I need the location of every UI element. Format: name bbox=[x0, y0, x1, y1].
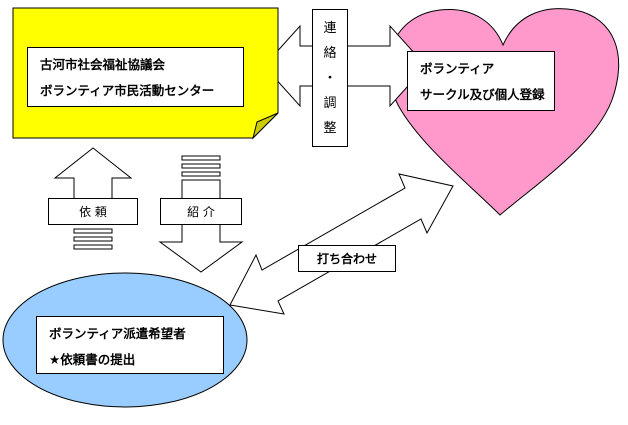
circle-registry-line2: サークル及び個人登録 bbox=[420, 87, 545, 102]
requester-label: ボランティア派遣希望者 ★依頼書の提出 bbox=[36, 316, 224, 374]
introduction-stripe bbox=[181, 171, 221, 177]
circle-registry-line1: ボランティア bbox=[420, 61, 495, 76]
coordination-char: 連 bbox=[323, 20, 337, 36]
circle-registry-label: ボランティア サークル及び個人登録 bbox=[407, 51, 555, 111]
contact-arrow bbox=[229, 173, 454, 315]
center-line1: 古河市社会福祉協議会 bbox=[40, 57, 166, 72]
requester-line1: ボランティア派遣希望者 bbox=[49, 326, 186, 341]
request-label: 依 頼 bbox=[48, 198, 138, 225]
coordination-char: 整 bbox=[323, 120, 337, 136]
introduction-text: 紹 介 bbox=[187, 205, 215, 219]
request-stripe bbox=[73, 236, 113, 242]
coordination-char: 絡 bbox=[323, 45, 337, 61]
request-stripe bbox=[73, 244, 113, 250]
request-text: 依 頼 bbox=[79, 205, 107, 219]
introduction-label: 紹 介 bbox=[160, 198, 242, 225]
center-note-fold bbox=[252, 112, 279, 140]
contact-text: 打ち合わせ bbox=[316, 252, 377, 266]
center-label: 古河市社会福祉協議会 ボランティア市民活動センター bbox=[27, 47, 244, 107]
introduction-stripe bbox=[181, 155, 221, 161]
coordination-char: ・ bbox=[323, 70, 337, 86]
center-line2: ボランティア市民活動センター bbox=[40, 83, 215, 98]
coordination-label: 連 絡 ・ 調 整 bbox=[312, 9, 348, 147]
request-stripe bbox=[73, 228, 113, 234]
coordination-char: 調 bbox=[323, 95, 337, 111]
introduction-arrow bbox=[158, 179, 244, 273]
introduction-stripe bbox=[181, 163, 221, 169]
contact-label: 打ち合わせ bbox=[298, 245, 396, 272]
requester-line2: ★依頼書の提出 bbox=[49, 352, 136, 367]
